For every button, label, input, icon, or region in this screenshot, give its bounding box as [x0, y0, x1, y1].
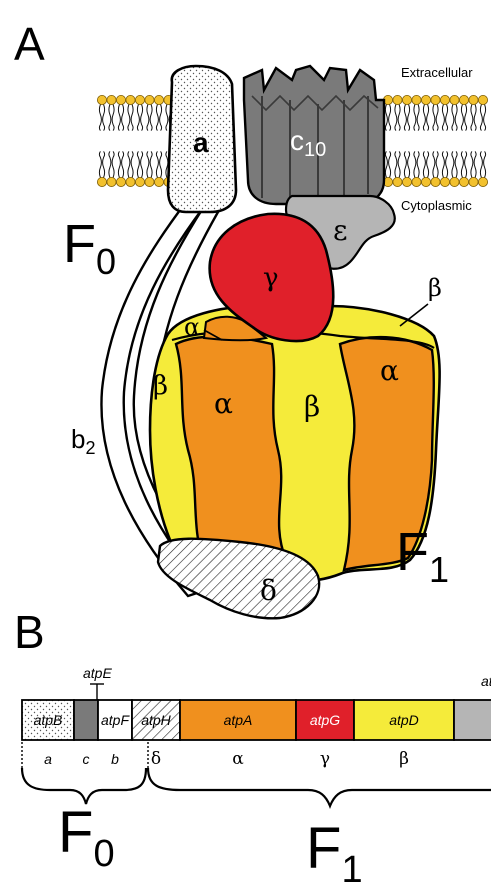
- subunit-of-atpH: δ: [151, 749, 161, 769]
- svg-text:F1: F1: [306, 816, 363, 891]
- svg-text:F0: F0: [63, 214, 116, 282]
- subunit-of-atpB: a: [44, 751, 52, 767]
- f0-operon-subscript: 0: [93, 833, 114, 875]
- f0-sector-label: F: [63, 214, 96, 274]
- gene-name-atpG: atpG: [310, 712, 340, 728]
- f0-operon-label: F: [58, 800, 93, 865]
- subunit-a: a: [168, 66, 236, 212]
- gene-name-atpA: atpA: [224, 712, 253, 728]
- lipid-bilayer-left: [97, 95, 173, 186]
- f0-brace: [22, 768, 146, 804]
- lipid-bilayer-right: [383, 95, 487, 186]
- f1-operon-label: F: [306, 816, 341, 881]
- operon-map: atpB a c atpF b atpH δ atpA α atpG γ atpD β: [22, 700, 491, 769]
- b2-label: b: [71, 424, 85, 454]
- f1-operon-subscript: 1: [341, 849, 362, 891]
- subunit-a-label: a: [193, 127, 209, 158]
- svg-text:F0: F0: [58, 800, 115, 875]
- extracellular-label: Extracellular: [401, 65, 473, 80]
- gene-block-atpH: atpH δ: [132, 700, 180, 769]
- gene-block-atpA: atpA α: [180, 700, 296, 769]
- gene-name-atpH: atpH: [141, 712, 171, 728]
- gene-block-atpE: c: [74, 700, 98, 767]
- atpE-callout-label: atpE: [83, 665, 112, 681]
- subunit-of-atpD: β: [399, 749, 409, 769]
- f1-brace: [148, 768, 491, 806]
- subunit-of-atpG: γ: [320, 749, 330, 769]
- f0-sector-subscript: 0: [96, 241, 116, 282]
- subunit-of-atpE: c: [83, 751, 90, 767]
- beta-left-label: β: [153, 371, 168, 401]
- gene-block-atpG: atpG γ: [296, 700, 354, 769]
- b2-subscript: 2: [85, 438, 95, 458]
- subunit-epsilon-label: ε: [333, 214, 348, 247]
- subunit-of-atpF: b: [111, 751, 119, 767]
- gene-block-atpF: atpF b: [98, 700, 132, 767]
- cytoplasmic-label: Cytoplasmic: [401, 198, 472, 213]
- alpha-left-label: α: [214, 387, 233, 420]
- subunit-c-subscript: 10: [304, 139, 326, 161]
- gene-block-atpB: atpB a: [22, 700, 74, 767]
- c10-ring: c10: [244, 66, 384, 204]
- f1-sector-label: F: [396, 522, 429, 582]
- panel-b-label: B: [14, 606, 45, 658]
- f1-sector-subscript: 1: [429, 549, 449, 590]
- panel-a-label: A: [14, 18, 45, 70]
- svg-text:F1: F1: [396, 522, 449, 590]
- subunit-delta-label: δ: [260, 574, 277, 607]
- alpha-small-label: α: [184, 313, 200, 341]
- alpha-right-label: α: [380, 354, 399, 387]
- cut-gene-label: at: [481, 673, 491, 689]
- svg-text:b2: b2: [71, 424, 95, 458]
- subunit-of-atpA: α: [232, 749, 244, 769]
- gene-block-partial: [454, 700, 491, 740]
- subunit-c-label: c: [290, 125, 304, 156]
- beta-top-right-label: β: [428, 274, 442, 302]
- gene-name-atpB: atpB: [34, 712, 63, 728]
- gene-name-atpF: atpF: [101, 712, 130, 728]
- gene-block-atpD: atpD β: [354, 700, 454, 769]
- subunit-gamma-label: γ: [263, 263, 279, 293]
- beta-center-label: β: [304, 390, 320, 423]
- gene-name-atpD: atpD: [389, 712, 419, 728]
